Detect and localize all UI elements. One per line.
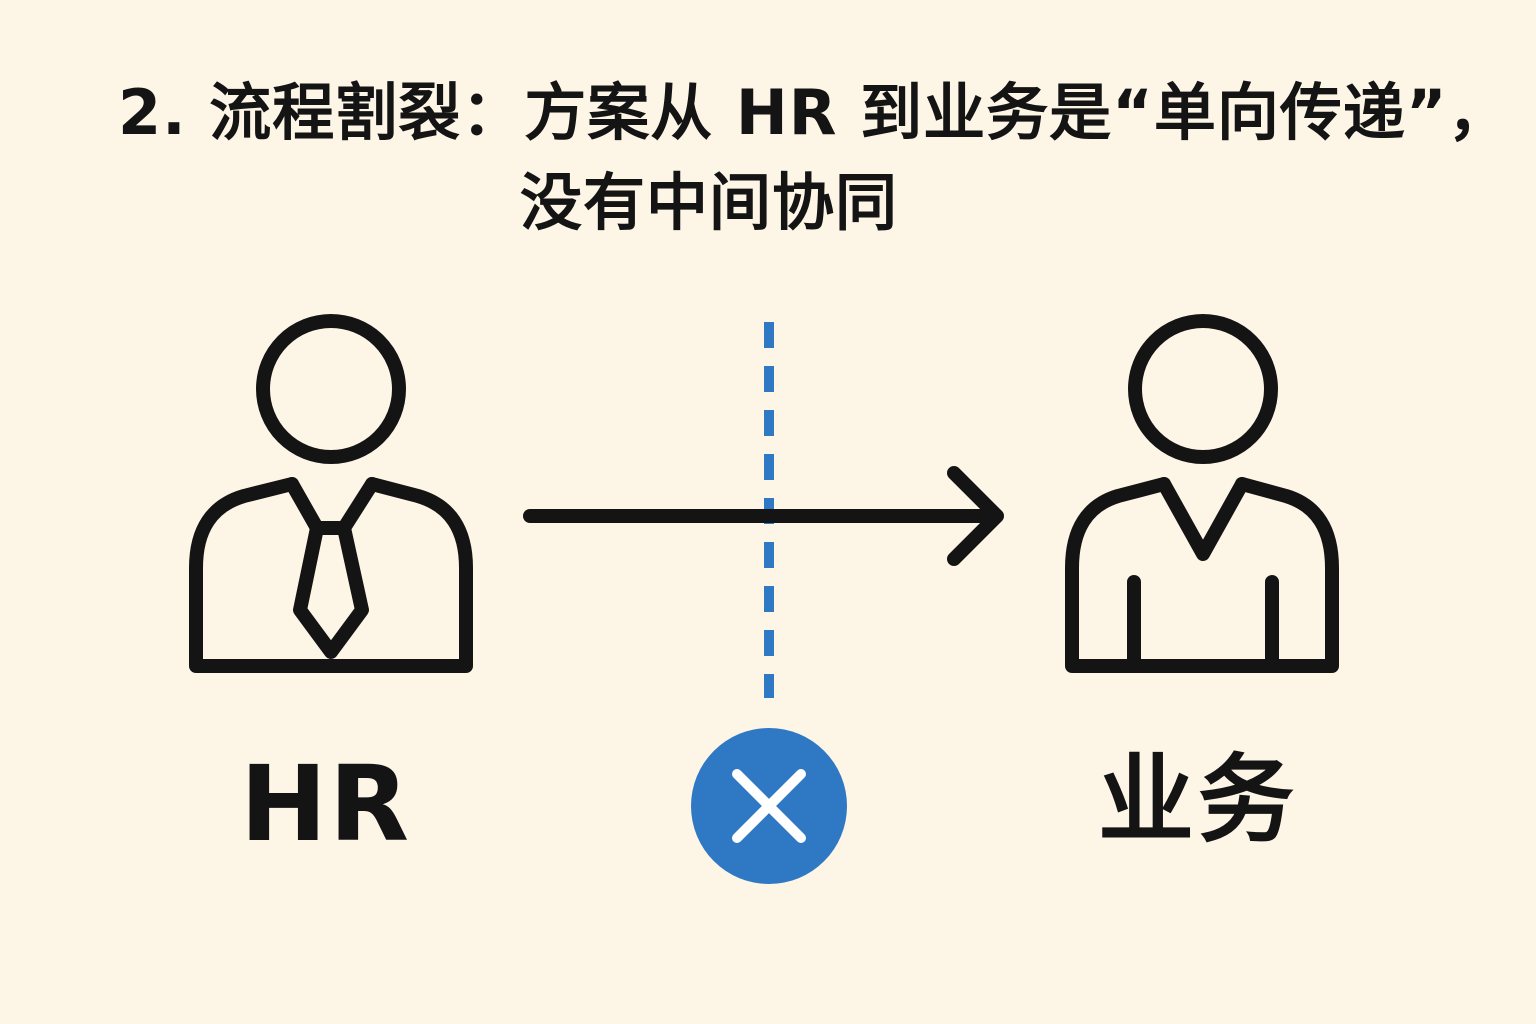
- person-with-tie-icon: [189, 314, 473, 673]
- hr-collar: [285, 477, 379, 535]
- business-label: 业务: [1098, 744, 1298, 856]
- right-arrow-icon: [523, 466, 1004, 566]
- arrow-head: [947, 466, 1004, 566]
- x-mark-cross: [732, 769, 806, 843]
- business-head: [1128, 314, 1278, 464]
- hr-tie: [293, 521, 369, 659]
- title-line-2: 没有中间协同: [520, 166, 899, 239]
- hr-head: [256, 314, 406, 464]
- title-line-1: 2. 流程割裂：方案从 HR 到业务是“单向传递”，: [118, 76, 1511, 149]
- hr-torso: [189, 477, 473, 673]
- business-torso: [1065, 477, 1339, 673]
- hr-label: HR: [240, 743, 412, 865]
- person-icon: [1065, 314, 1339, 673]
- business-collar: [1157, 477, 1249, 561]
- x-mark-icon: [691, 728, 847, 884]
